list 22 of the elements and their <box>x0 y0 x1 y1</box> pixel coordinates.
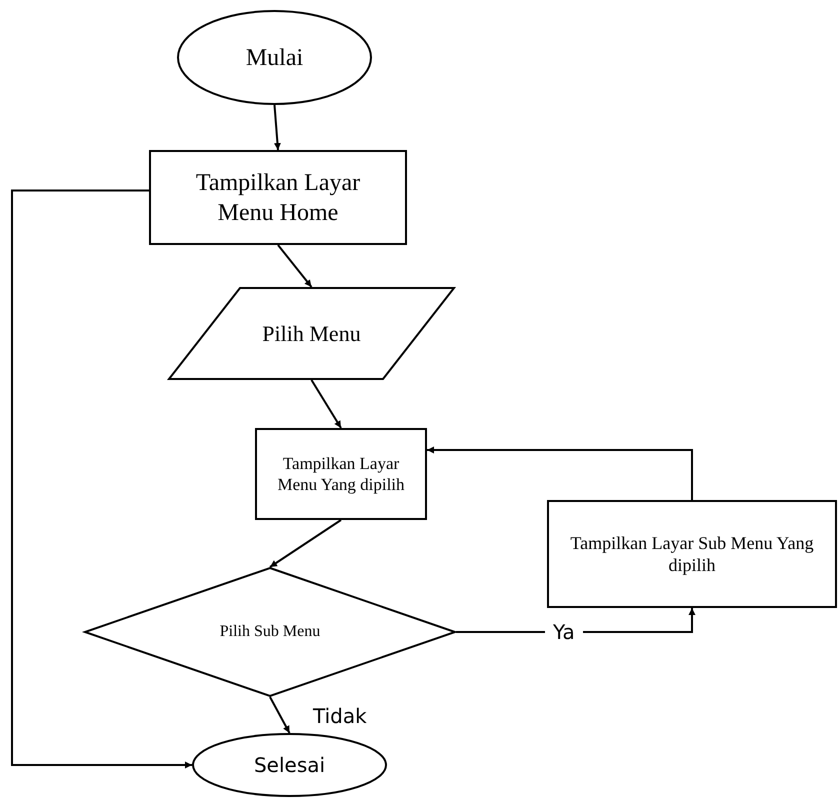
process-box <box>547 500 837 608</box>
arrow <box>274 104 281 150</box>
node-text: Pilih Menu <box>262 320 361 348</box>
process-box <box>255 428 427 520</box>
arrow <box>269 696 290 734</box>
input-parallelogram <box>168 287 455 380</box>
node-text: Mulai <box>246 44 304 72</box>
node-text: Tampilkan Layar Menu Home <box>194 168 362 228</box>
start-terminal <box>177 10 372 105</box>
decision-diamond <box>84 567 456 697</box>
node-text: Selesai <box>254 752 326 778</box>
arrow <box>310 379 342 429</box>
arrow <box>427 446 693 500</box>
arrow <box>11 190 192 768</box>
node-text: Tampilkan Layar Menu Yang dipilih <box>276 452 406 496</box>
arrow <box>277 244 312 288</box>
process-box <box>149 150 407 245</box>
arrow <box>269 519 342 568</box>
end-terminal <box>192 733 387 797</box>
edge-label: Ya <box>545 622 583 642</box>
node-text: Pilih Sub Menu <box>220 622 320 642</box>
node-text: Tampilkan Layar Sub Menu Yang dipilih <box>569 532 815 576</box>
